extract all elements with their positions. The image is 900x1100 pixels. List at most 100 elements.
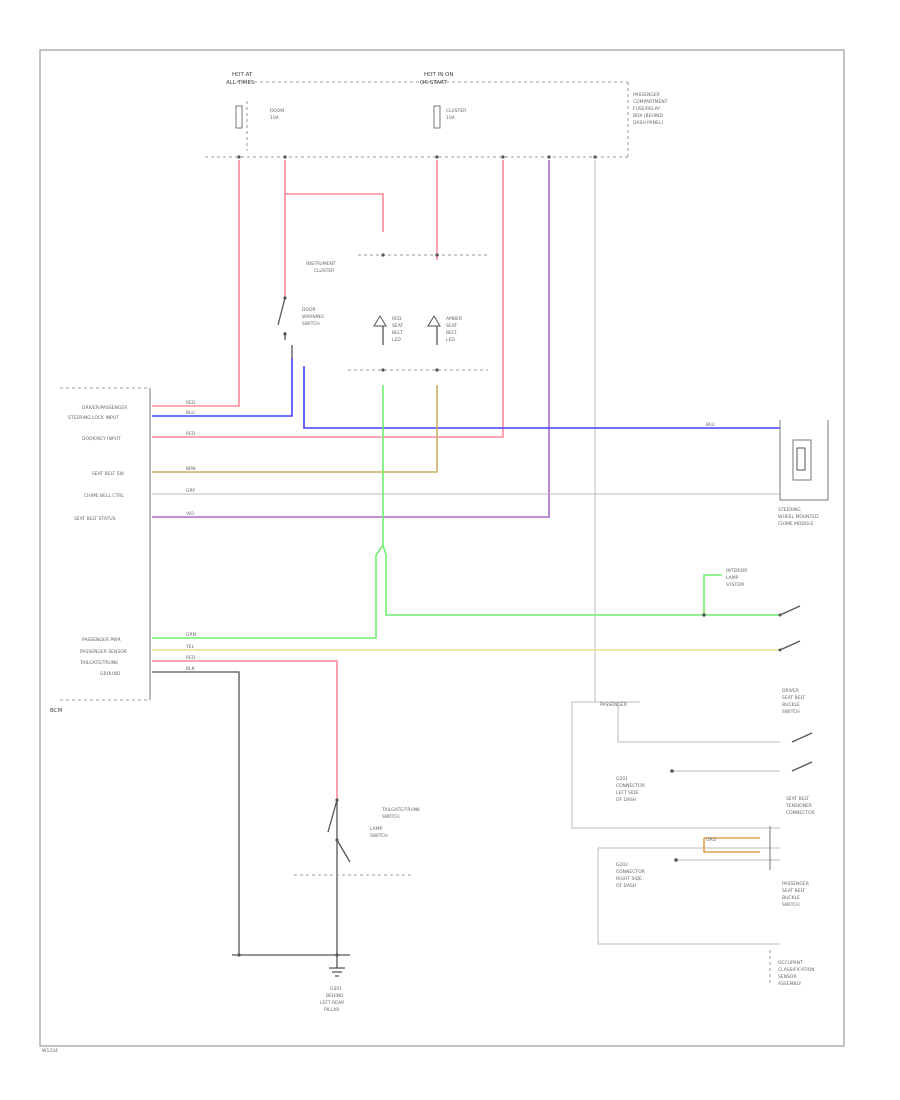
amber-led-icon [427,315,441,327]
indicator-2-label-4: LED [446,337,455,343]
chime-icon [792,439,812,481]
wire-tag-orange: ORG [706,837,717,843]
indicator-2-label-2: SEAT [446,323,457,329]
passenger-sensor-label: PASSENGER [600,702,627,708]
bcm-pin-9: TAILGATE/TRUNK [79,660,119,666]
indicator-2-label-3: BELT [446,330,457,336]
door-switch-label-2: WARNING [302,314,324,320]
fuse-box-label-5: DASH PANEL) [633,120,663,126]
tensioner-label-3: CONNECTOR [786,810,815,816]
cluster-label-1: INSTRUMENT [306,261,336,267]
wire-tag-green: GRN [186,632,196,638]
chime-module-box [779,420,829,501]
bcm-label: BCM [50,708,63,714]
cluster-label-2: CLUSTER [314,268,334,274]
occupant-label-4: ASSEMBLY [778,981,802,987]
ground-2-label-2: CONNECTOR [616,869,645,875]
wire-tag-black: BLK [186,666,196,672]
wire-tag-red-3: RED [186,655,196,661]
ground-1-label-1: G201 [616,776,628,782]
indicator-1-label-3: BELT [392,330,403,336]
fuse-left-header-1: HOT AT [232,72,253,78]
driver-belt-label-3: BUCKLE [782,702,800,708]
wire-tag-red-1: RED [186,400,196,406]
diagram-frame [39,49,845,1047]
chime-label-1: STEERING [778,507,801,513]
fuse-right-header-2: OR START [420,80,448,86]
bcm-pin-2: STEERING LOCK INPUT [68,415,119,421]
lamp-label-1: INTERIOR [726,568,747,574]
ground-1-label-4: OF DASH [616,797,636,803]
door-switch-label-1: DOOR [302,307,316,313]
fuse-left-header-2: ALL TIMES [226,80,255,86]
door-switch-label-3: SWITCH [302,321,320,327]
bcm-pin-5: CHIME BELL CTRL [84,493,124,499]
tensioner-label-1: SEAT BELT [786,796,809,802]
wires [152,160,780,956]
bcm-pin-8: PASSENGER SENSOR [80,649,127,655]
bcm-pin-3: DOOR/KEY INPUT [82,436,121,442]
fuse-right-rating: 10A [446,115,456,121]
wire-tag-yellow: YEL [185,644,195,650]
ground-1-label-2: CONNECTOR [616,783,645,789]
passenger-seat-label-4: SWITCH [782,902,800,908]
passenger-seat-label-1: PASSENGER [782,881,809,887]
door-switch-icon [277,297,293,358]
fuse-block: HOT AT ALL TIMES HOT IN ON OR START ROOM… [205,72,668,159]
fuse-left-name: ROOM [270,108,284,114]
bcm-pin-6: SEAT BELT STATUS [74,516,116,522]
ground-1-label-3: LEFT SIDE [616,790,639,796]
instrument-cluster: INSTRUMENT CLUSTER DOOR WARNING SWITCH R… [277,253,462,372]
indicator-1-label-4: LED [392,337,401,343]
indicator-1-label-1: RED [392,316,402,322]
occupant-label-3: SENSOR [778,974,797,980]
ground-label-2: BEHIND [326,993,344,999]
lamp-switch-label-1: LAMP [370,826,383,832]
indicator-1-label-2: SEAT [392,323,403,329]
bcm-pin-4: SEAT BELT SW [92,471,124,477]
right-components: STEERING WHEEL MOUNTED CHIME MODULE INTE… [600,420,829,987]
wire-tag-red-2: RED [186,431,196,437]
occupant-label-1: OCCUPANT [778,960,803,966]
driver-belt-label-4: SWITCH [782,709,800,715]
ground-label-3: LEFT REAR [320,1000,344,1006]
chime-label-3: CHIME MODULE [778,521,814,527]
bcm-module: BCM DRIVER/PASSENGER STEERING LOCK INPUT… [50,387,151,714]
fuse-box-label-4: BOX (BEHIND [633,113,664,119]
ground-label-4: PILLAR [324,1007,339,1013]
passenger-seat-label-3: BUCKLE [782,895,800,901]
bcm-pin-10: GROUND [100,671,121,677]
wire-tag-violet: VIO [186,511,194,517]
ground-label-1: G301 [330,986,342,992]
fuse-box-label-3: FUSE/RELAY [633,106,660,112]
fuse-right-name: CLUSTER [446,108,466,114]
indicator-2-label-1: AMBER [446,316,462,322]
wire-tag-grey: GRY [186,488,195,494]
bcm-pin-1: DRIVER/PASSENGER [82,405,127,411]
footer-code: W1234 [42,1048,58,1054]
switch-contacts-icon [779,605,813,772]
bcm-pin-7: PASSENGER PWR [82,637,121,643]
wire-tags: RED BLU RED BRN GRY VIO GRN YEL RED BLK … [185,400,717,843]
wire-tag-blue-2: BLU [706,422,715,428]
tailgate-switch-icon [327,799,351,863]
red-led-icon [373,315,387,327]
driver-belt-label-1: DRIVER [782,688,799,694]
wire-tag-brown: BRN [186,466,196,472]
passenger-seat-label-2: SEAT BELT [782,888,805,894]
fuse-left-rating: 10A [270,115,280,121]
lamp-switch-label-2: SWITCH [370,833,388,839]
ground-2-label-3: RIGHT SIDE [616,876,642,882]
wire-tag-blue-1: BLU [186,410,195,416]
lamp-label-2: LAMP [726,575,739,581]
chime-label-2: WHEEL MOUNTED [778,514,819,520]
driver-belt-label-2: SEAT BELT [782,695,805,701]
fuse-box-label-2: COMPARTMENT [633,99,668,105]
tailgate-switch-label-1: TAILGATE/TRUNK [381,807,421,813]
bottom-switch: TAILGATE/TRUNK SWITCH LAMP SWITCH G301 B… [237,798,421,1013]
ground-2-label-1: G202 [616,862,628,868]
fuse-right-header-1: HOT IN ON [424,72,454,78]
lamp-label-3: SYSTEM [726,582,744,588]
tensioner-label-2: TENSIONER [785,803,812,809]
